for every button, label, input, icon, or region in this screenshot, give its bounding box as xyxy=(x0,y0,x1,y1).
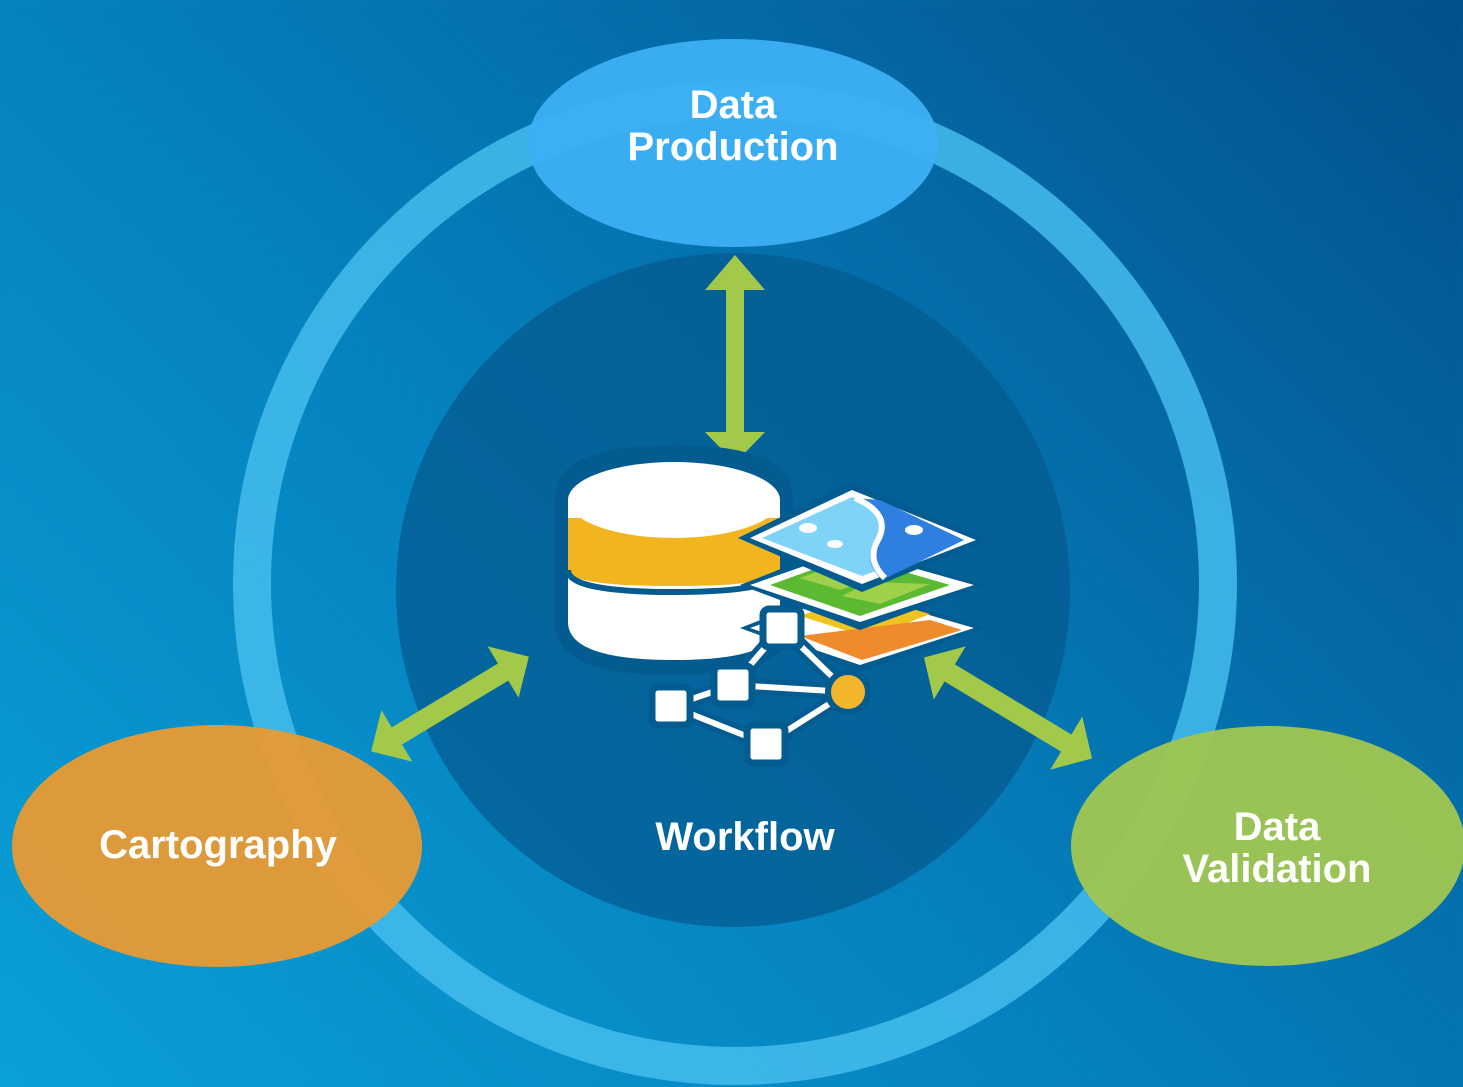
arrow-to-validation xyxy=(923,646,1093,770)
database-icon xyxy=(555,445,793,675)
workflow-label-text: Workflow xyxy=(655,815,835,859)
workflow-label: Workflow xyxy=(545,816,945,858)
node-data-validation xyxy=(1071,726,1463,966)
network-graph-icon xyxy=(648,605,871,767)
validation-label-line2: Validation xyxy=(1182,847,1372,891)
production-label-line2: Production xyxy=(627,125,839,169)
arrow-to-cartography xyxy=(371,646,529,762)
cartography-label: Cartography xyxy=(18,824,418,866)
node-cartography xyxy=(12,725,422,967)
validation-label: Data Validation xyxy=(1077,806,1463,890)
node-data-production xyxy=(528,39,938,247)
validation-label-line1: Data xyxy=(1233,805,1321,849)
arrow-to-production xyxy=(705,255,765,463)
production-label-line1: Data xyxy=(689,83,777,127)
cartography-label-text: Cartography xyxy=(99,823,337,867)
production-label: Data Production xyxy=(533,84,933,168)
